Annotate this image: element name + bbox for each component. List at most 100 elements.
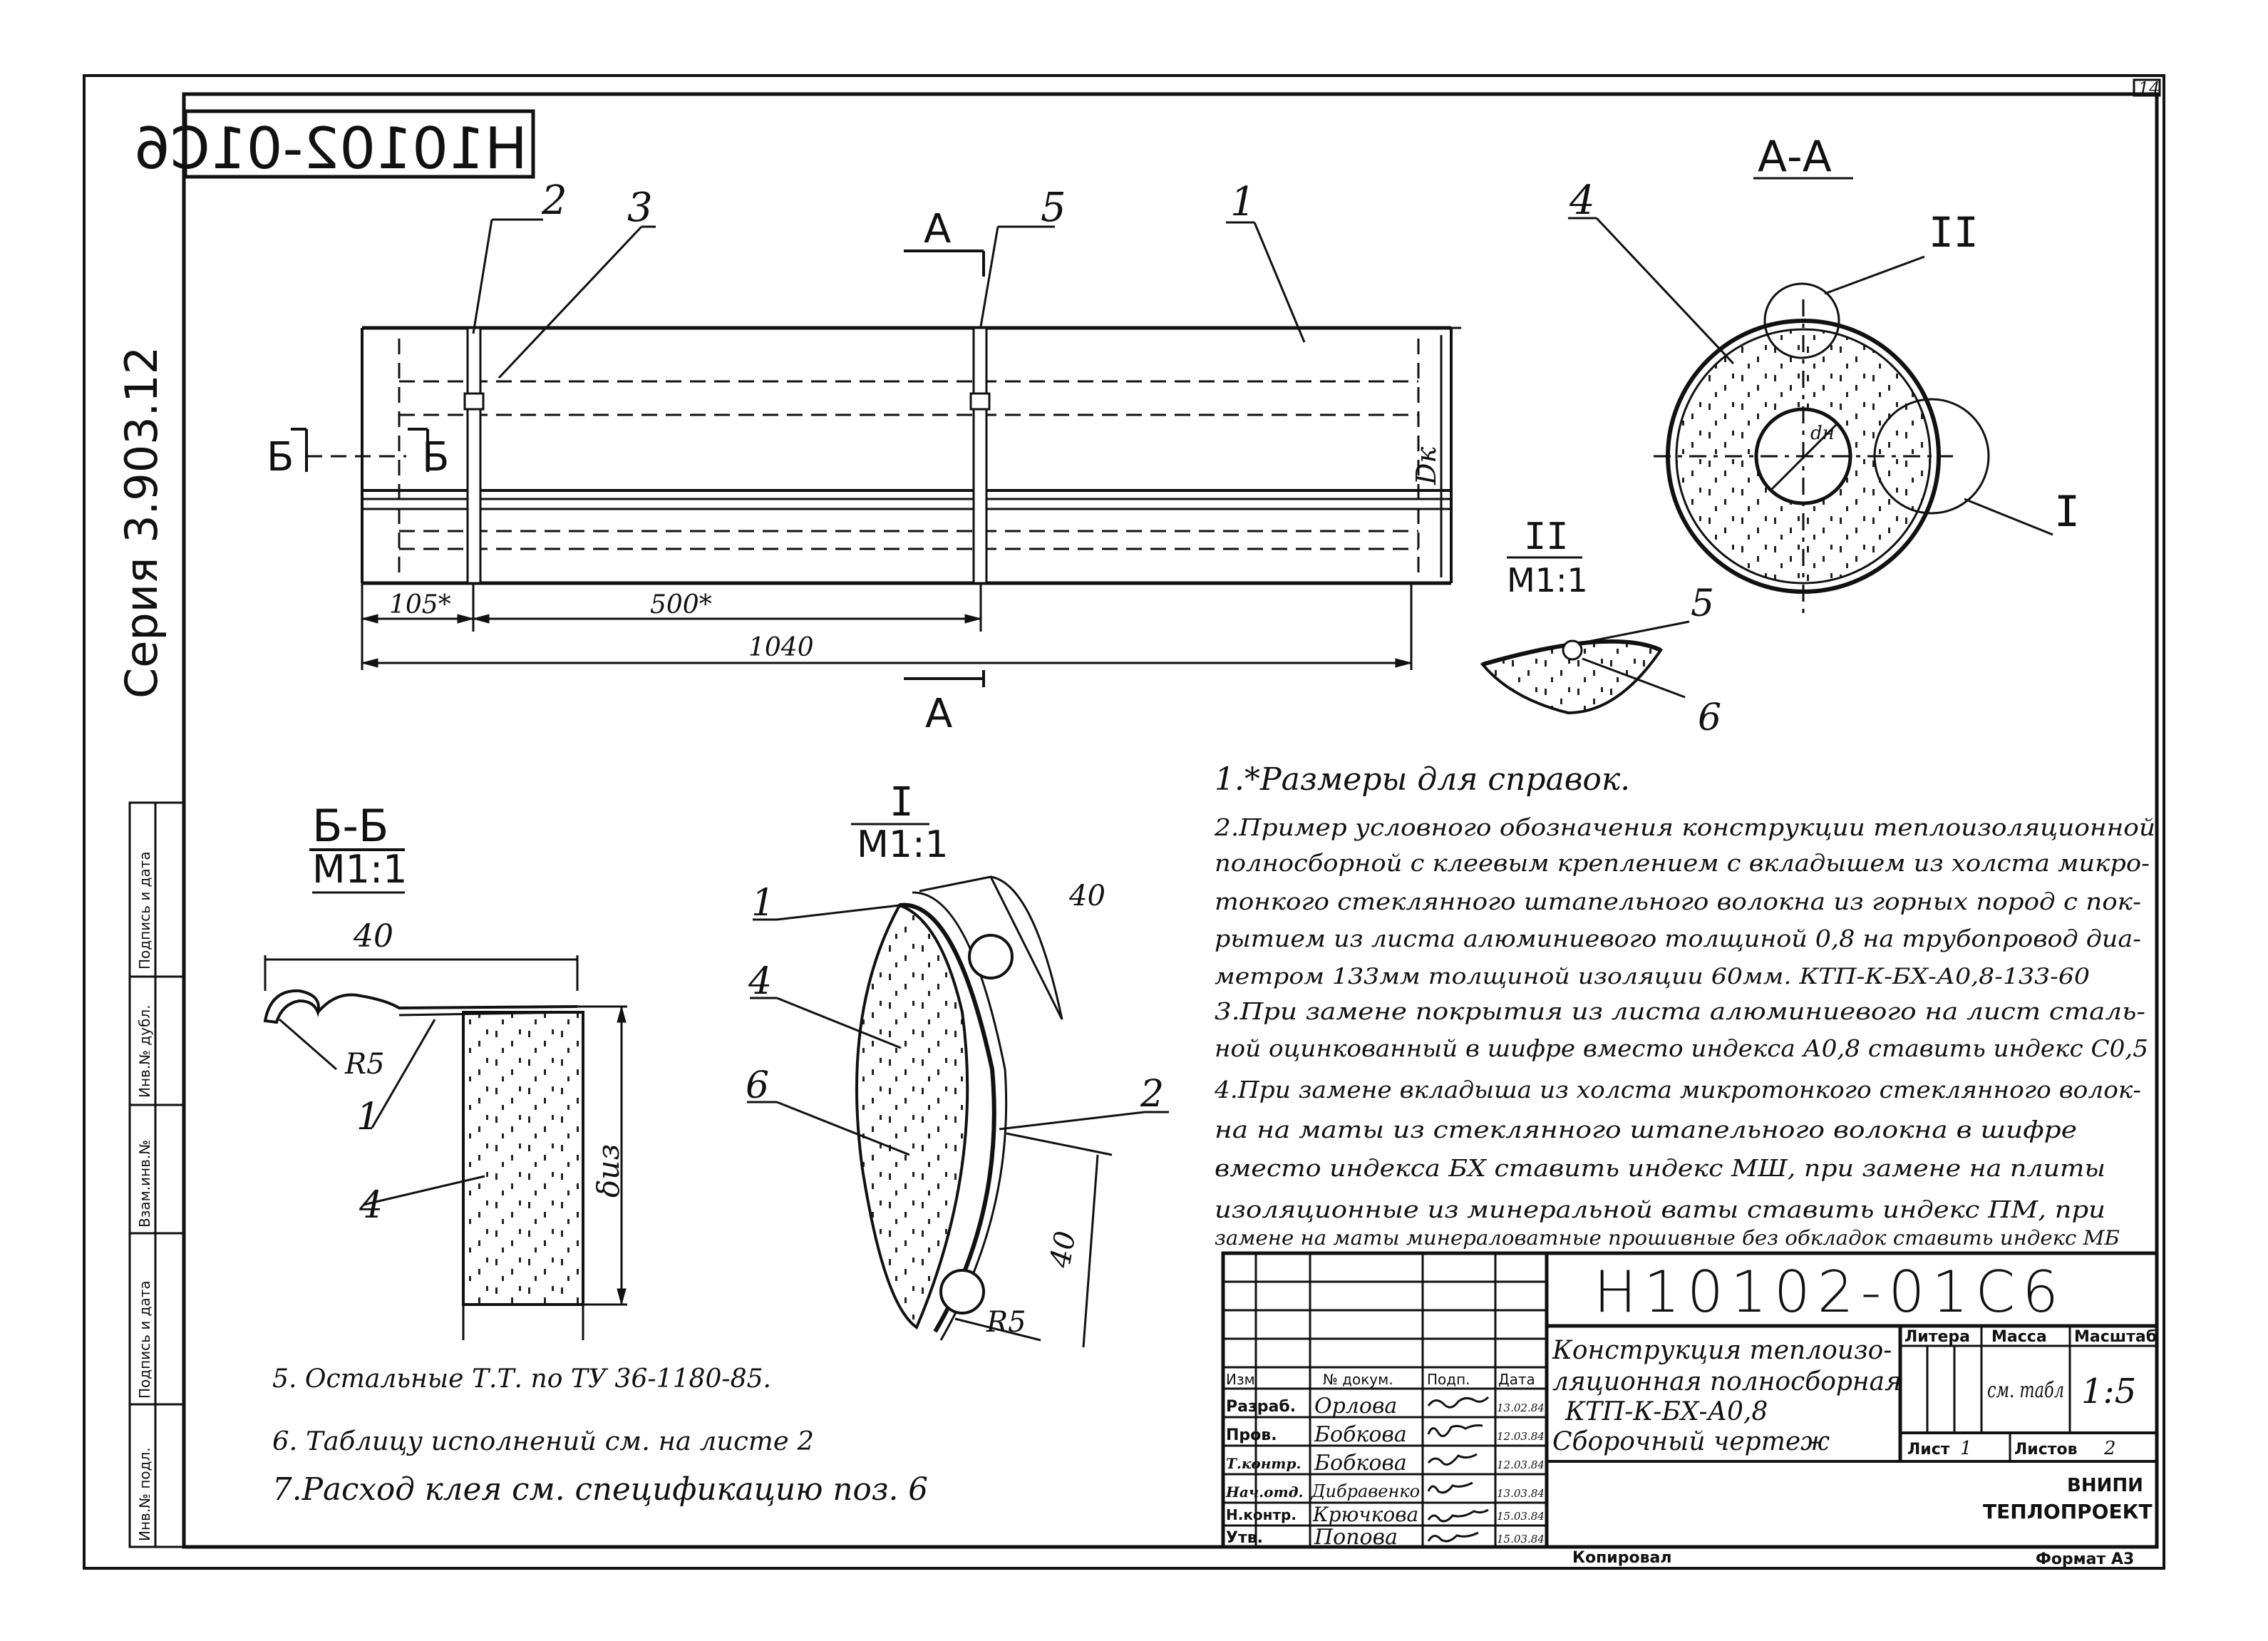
title-block-name-3: КТП-К-БХ-А0,8 bbox=[1565, 1397, 1768, 1426]
section-b-right-label: Б bbox=[422, 434, 449, 480]
section-a-top-label: А bbox=[924, 206, 951, 252]
role-date: 15.03.84 bbox=[1497, 1510, 1545, 1523]
role-label: Т.контр. bbox=[1226, 1455, 1301, 1472]
role-label: Пров. bbox=[1226, 1426, 1277, 1444]
detail-II-scale: М1:1 bbox=[1507, 561, 1588, 600]
role-date: 12.03.84 bbox=[1497, 1430, 1545, 1443]
section-aa-view bbox=[1568, 177, 2053, 613]
note-line: ной оцинкованный в шифре вместо индекса … bbox=[1215, 1034, 2148, 1062]
role-name: Орлова bbox=[1314, 1394, 1397, 1419]
lower-note-line: 5. Остальные Т.Т. по ТУ 36-1180-85. bbox=[272, 1364, 771, 1394]
lower-note-line: 6. Таблицу исполнений см. на листе 2 bbox=[272, 1427, 814, 1456]
detail-I-callout-4: 4 bbox=[748, 960, 772, 1003]
role-label: Разраб. bbox=[1226, 1398, 1296, 1416]
sheet-label: Лист bbox=[1907, 1441, 1950, 1459]
mirrored-code: H10102-01C6 bbox=[134, 115, 527, 182]
mirrored-code-box: H10102-01C6 bbox=[134, 109, 535, 182]
section-bb-dim-40: 40 bbox=[353, 918, 393, 955]
header-izm: Изм bbox=[1226, 1371, 1255, 1388]
title-block-code: Н10102-01С6 bbox=[1594, 1259, 2066, 1325]
note-line: замене на маты минераловатные прошивные … bbox=[1215, 1226, 2120, 1250]
note-line: 2.Пример условного обозначения конструкц… bbox=[1214, 813, 2155, 841]
note-line: на на маты из стеклянного штапельного во… bbox=[1215, 1116, 2077, 1143]
litera-label: Литера bbox=[1904, 1328, 1970, 1346]
note-line: 1.*Размеры для справок. bbox=[1215, 761, 1630, 798]
sheet-value: 1 bbox=[1960, 1438, 1972, 1459]
note-line: 4.При замене вкладыша из холста микротон… bbox=[1214, 1076, 2141, 1104]
role-name: Попова bbox=[1314, 1525, 1398, 1550]
role-name: Дибравенко bbox=[1311, 1481, 1420, 1501]
main-view bbox=[291, 218, 1461, 687]
detail-I-scale: М1:1 bbox=[857, 823, 949, 866]
role-date: 12.03.84 bbox=[1497, 1459, 1545, 1471]
section-bb-callout-4: 4 bbox=[359, 1184, 383, 1227]
org-line-2: ТЕПЛОПРОЕКТ bbox=[1983, 1500, 2153, 1523]
copied-label: Копировал bbox=[1572, 1549, 1671, 1567]
callout-3-main: 3 bbox=[627, 185, 653, 231]
callout-5-main: 5 bbox=[1041, 185, 1066, 231]
side-stamp-label-5: Инв.№ подл. bbox=[136, 1447, 153, 1541]
sheets-label: Листов bbox=[2014, 1441, 2078, 1459]
dim-diameter-dk: Dк bbox=[1411, 447, 1442, 485]
section-b-left-label: Б bbox=[267, 434, 294, 480]
detail-I-title: I bbox=[890, 779, 914, 825]
role-name: Бобкова bbox=[1314, 1422, 1407, 1447]
series-label: Серия 3.903.12 bbox=[115, 346, 167, 699]
role-name: Бобкова bbox=[1314, 1451, 1407, 1476]
lower-note-line: 7.Расход клея см. спецификацию поз. 6 bbox=[272, 1471, 928, 1508]
section-bb-callout-1: 1 bbox=[356, 1096, 380, 1138]
title-block-name-2: ляционная полносборная bbox=[1552, 1367, 1902, 1396]
detail-I-dim-r5: R5 bbox=[986, 1306, 1026, 1339]
role-label: Утв. bbox=[1226, 1529, 1263, 1547]
detail-II-view bbox=[1480, 556, 1690, 715]
section-bb-scale: М1:1 bbox=[312, 847, 408, 892]
org-line-1: ВНИПИ bbox=[2067, 1475, 2143, 1496]
detail-I-callout-1: 1 bbox=[751, 882, 775, 925]
mass-label: Масса bbox=[1991, 1328, 2047, 1346]
role-label: Н.контр. bbox=[1226, 1506, 1297, 1523]
side-stamp-label-3: Взам.инв.№ bbox=[136, 1140, 153, 1228]
detail-I-dim-40-side: 40 bbox=[1043, 1229, 1082, 1271]
note-line: метром 133мм толщиной изоляции 60мм. КТП… bbox=[1215, 964, 2090, 989]
header-date: Дата bbox=[1498, 1371, 1535, 1388]
note-line: изоляционные из минеральной ваты ставить… bbox=[1215, 1195, 2105, 1223]
dim-1040: 1040 bbox=[748, 633, 814, 662]
note-line: полносборной с клеевым креплением с вкла… bbox=[1215, 849, 2150, 877]
side-stamp-label-4: Подпись и дата bbox=[136, 1280, 153, 1399]
side-stamp bbox=[128, 801, 185, 1548]
detail-I-dim-40-top: 40 bbox=[1068, 880, 1105, 912]
title-block-name-1: Конструкция теплоизо- bbox=[1552, 1336, 1892, 1365]
dim-105: 105* bbox=[389, 590, 451, 619]
section-a-bottom-label: А bbox=[925, 691, 952, 737]
section-bb-dim-thickness: δиз bbox=[591, 1144, 626, 1198]
detail-II-callout-5: 5 bbox=[1691, 582, 1714, 625]
note-line: тонкого стеклянного штапельного волокна … bbox=[1215, 888, 2141, 915]
note-line: вместо индекса БХ ставить индекс МШ, при… bbox=[1215, 1154, 2105, 1182]
side-stamp-label-2: Инв.№ дубл. bbox=[136, 1005, 153, 1098]
header-sign: Подп. bbox=[1427, 1371, 1470, 1388]
callout-1-main: 1 bbox=[1230, 179, 1256, 225]
detail-I-view bbox=[747, 823, 1169, 1348]
note-line: рытием из листа алюминиевого толщиной 0,… bbox=[1215, 925, 2141, 952]
section-bb-view bbox=[263, 848, 627, 1340]
role-date: 15.03.84 bbox=[1497, 1533, 1545, 1545]
role-date: 13.03.84 bbox=[1497, 1487, 1545, 1500]
mass-value: см. табл bbox=[1987, 1378, 2064, 1403]
notes-block: 1.*Размеры для справок. 2.Пример условно… bbox=[1214, 761, 2155, 1250]
detail-II-callout-6: 6 bbox=[1698, 696, 1721, 739]
lower-notes-block: 5. Остальные Т.Т. по ТУ 36-1180-85. 6. Т… bbox=[272, 1364, 928, 1508]
format-label: Формат А3 bbox=[2036, 1550, 2134, 1568]
dim-500: 500* bbox=[650, 590, 712, 619]
section-bb-title: Б-Б bbox=[312, 800, 388, 852]
section-aa-dim-dn: dн bbox=[1810, 423, 1835, 444]
header-doc: № докум. bbox=[1323, 1371, 1393, 1388]
section-aa-callout-II: II bbox=[1929, 208, 1979, 257]
note-line: 3.При замене покрытия из листа алюминиев… bbox=[1215, 997, 2145, 1025]
detail-I-callout-2: 2 bbox=[1140, 1073, 1164, 1116]
title-block-name-4: Сборочный чертеж bbox=[1552, 1427, 1830, 1456]
signature-scribbles bbox=[1427, 1396, 1490, 1543]
title-block-grid bbox=[1221, 1251, 2159, 1549]
sheets-value: 2 bbox=[2103, 1438, 2116, 1459]
section-aa-callout-I: I bbox=[2054, 487, 2080, 537]
